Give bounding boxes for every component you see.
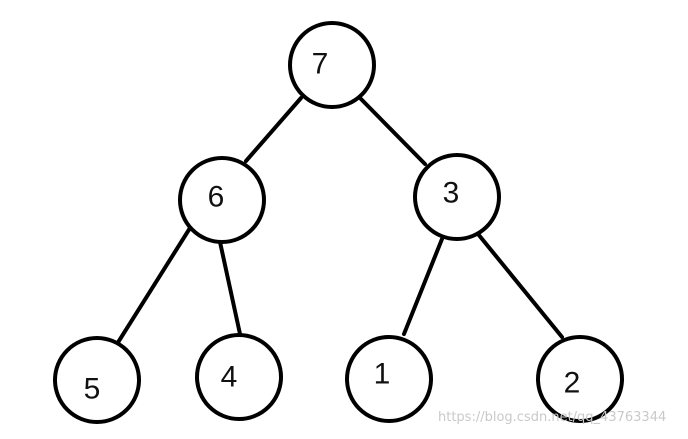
- edge-3-2: [476, 232, 564, 339]
- edge-6-4: [218, 240, 242, 336]
- node-label: 3: [443, 177, 460, 210]
- node-circle: [413, 153, 501, 241]
- edge-6-5: [115, 226, 192, 346]
- tree-node-3: 3: [413, 153, 501, 241]
- node-circle: [178, 156, 266, 244]
- tree-node-4: 4: [195, 333, 283, 421]
- node-label: 4: [221, 361, 238, 394]
- edge-7-6: [244, 96, 303, 163]
- node-circle: [195, 333, 283, 421]
- node-circle: [53, 336, 141, 424]
- tree-node-2: 2: [536, 335, 624, 423]
- tree-node-6: 6: [178, 156, 266, 244]
- node-circle: [288, 21, 376, 109]
- node-label: 6: [208, 181, 225, 214]
- node-label: 1: [374, 358, 391, 391]
- tree-node-7: 7: [288, 21, 376, 109]
- node-label: 5: [84, 373, 101, 406]
- nodes-layer: 7 6 3 5 4 1 2: [53, 21, 624, 424]
- edge-7-3: [359, 97, 427, 166]
- tree-node-1: 1: [345, 335, 433, 423]
- node-label: 7: [312, 48, 329, 81]
- node-label: 2: [564, 367, 581, 400]
- tree-node-5: 5: [53, 336, 141, 424]
- node-circle: [536, 335, 624, 423]
- node-circle: [345, 335, 433, 423]
- watermark-text: https://blog.csdn.net/qq_43763344: [438, 410, 667, 425]
- edges-layer: [115, 96, 564, 346]
- edge-3-1: [402, 237, 444, 336]
